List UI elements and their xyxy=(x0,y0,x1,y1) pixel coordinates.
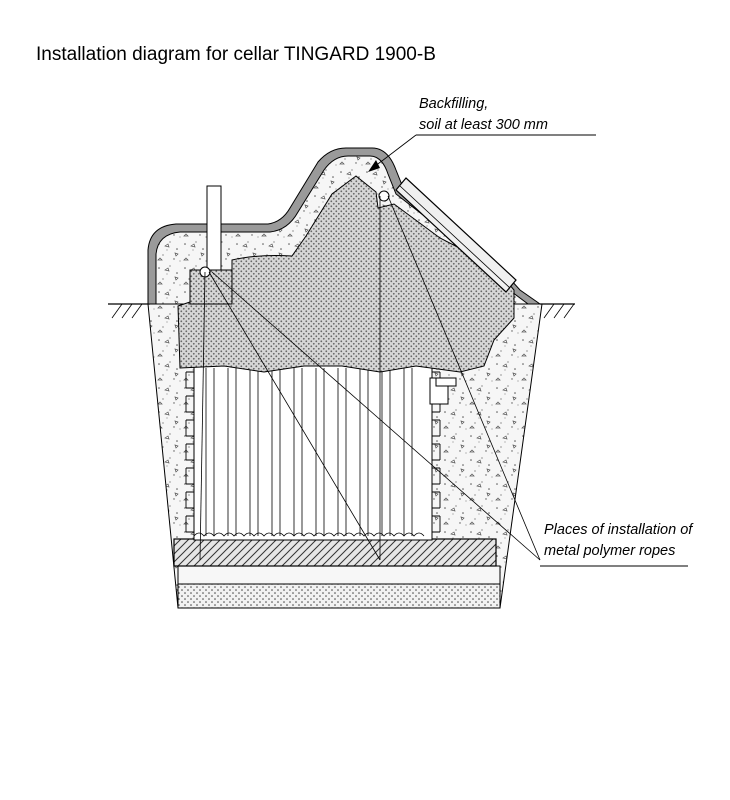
cellar-bottom-waves xyxy=(193,532,425,537)
backfill-arrowhead xyxy=(368,160,380,172)
ropes-label-line1: Places of installation of xyxy=(544,522,694,538)
backfill-label-line1: Backfilling, xyxy=(419,96,488,112)
metal-polymer-ropes xyxy=(199,195,541,561)
backfill-label-line2: soil at least 300 mm xyxy=(419,117,548,133)
cellar-ribs xyxy=(185,371,441,533)
cellar-body xyxy=(193,363,433,541)
ropes-label-line2: metal polymer ropes xyxy=(544,543,675,559)
backfill-leader xyxy=(369,134,596,171)
side-box-cap xyxy=(435,377,457,387)
diagram-title: Installation diagram for cellar TINGARD … xyxy=(36,44,436,65)
compacted-layer xyxy=(177,565,501,585)
ground-left xyxy=(108,303,150,319)
concrete-slab xyxy=(173,538,497,567)
rope-anchor-right xyxy=(378,190,390,202)
cellar-vertical-ribs xyxy=(205,368,413,536)
hatch-door xyxy=(395,177,517,293)
ground-right xyxy=(540,303,575,319)
sand-base-layer xyxy=(177,583,501,609)
insulation-foam xyxy=(177,175,515,373)
